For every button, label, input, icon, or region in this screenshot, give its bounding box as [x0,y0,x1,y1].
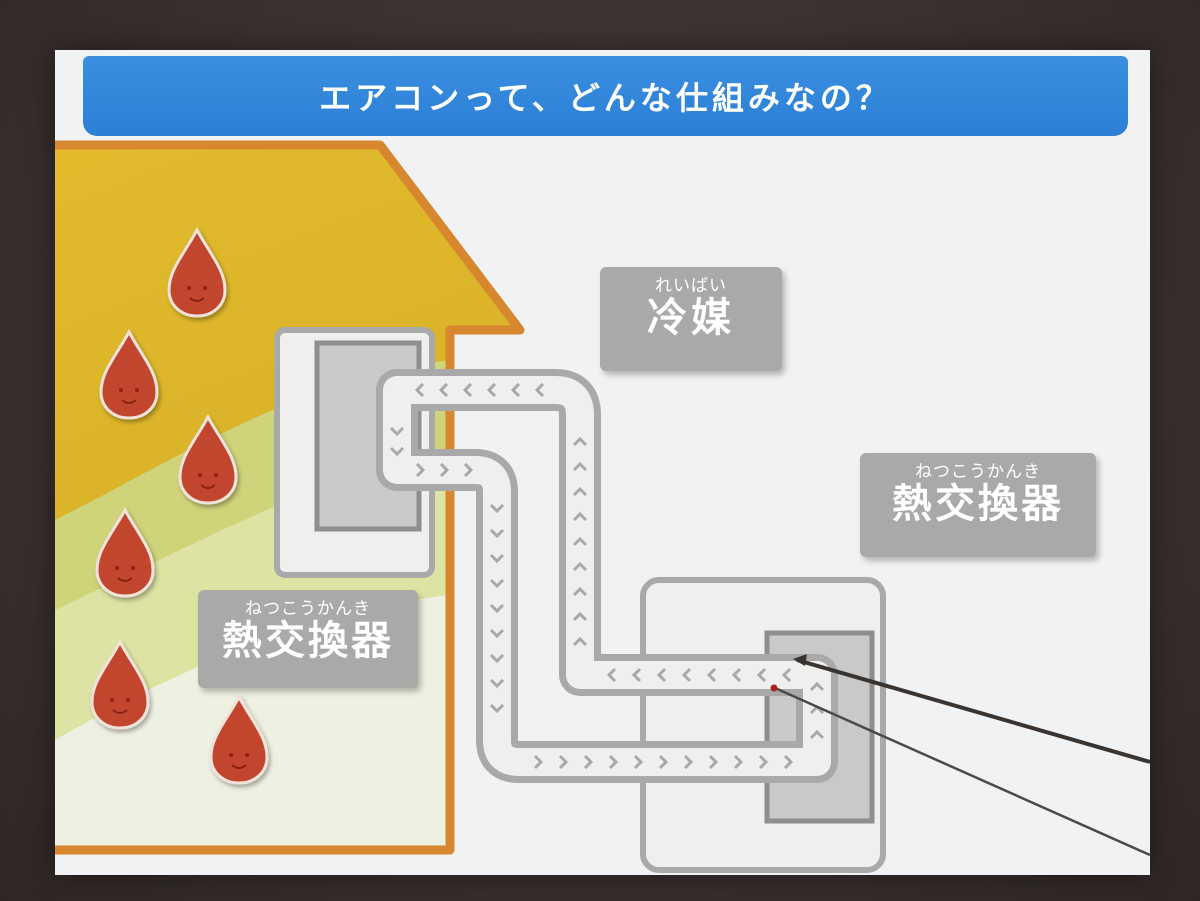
house-outline [55,140,525,855]
pipe-arrows-lower [389,426,825,770]
pointer-stick-upper [796,658,1150,764]
chevron-arrow-icon [708,754,719,770]
refrigerant-pipe [376,369,838,783]
chevron-arrow-icon [783,754,794,770]
chevron-arrow-icon [572,636,588,647]
chevron-arrow-icon [583,754,594,770]
indoor-heat-exchanger-label-ruby: ねつこうかんき [245,599,371,619]
chevron-arrow-icon [572,486,588,497]
chevron-arrow-icon [572,461,588,472]
slide-title: エアコンって、どんな仕組みなの？ [319,79,892,117]
pipe-lower-route-inner [383,396,831,776]
chevron-arrow-icon [683,754,694,770]
chevron-arrow-icon [606,667,617,683]
chevron-arrow-icon [389,426,405,437]
chevron-arrow-icon [462,382,473,398]
chevron-arrow-icon [489,553,505,564]
outdoor-heat-exchanger-label-ruby: ねつこうかんき [915,462,1041,482]
pointer-tip-lower [770,684,778,692]
heat-drops [90,226,269,785]
indoor-heat-exchanger-label-main: 熱交換器 [222,618,394,664]
chevron-arrow-icon [733,754,744,770]
chevron-arrow-icon [658,754,669,770]
refrigerant-label-ruby: れいばい [655,276,727,296]
chevron-arrow-icon [489,703,505,714]
refrigerant-label-main: 冷媒 [647,295,735,341]
heat-drop-icon [95,506,155,598]
chevron-arrow-icon [414,382,425,398]
projected-slide: エアコンって、どんな仕組みなの？ れいばい 冷媒 ねつこうかんき 熱交換器 ねつ… [55,50,1150,875]
chevron-arrow-icon [389,446,405,457]
chevron-arrow-icon [415,462,426,478]
chevron-arrow-icon [558,754,569,770]
chevron-arrow-icon [572,511,588,522]
outdoor-heat-exchanger-label: ねつこうかんき 熱交換器 [860,453,1096,557]
chevron-arrow-icon [438,382,449,398]
refrigerant-label: れいばい 冷媒 [600,267,782,371]
heat-drop-icon [99,328,159,420]
chevron-arrow-icon [631,667,642,683]
chevron-arrow-icon [809,729,825,740]
chevron-arrow-icon [489,628,505,639]
pointer-stick-lower [774,686,1150,857]
chevron-arrow-icon [489,578,505,589]
chevron-arrow-icon [781,667,792,683]
chevron-arrow-icon [533,754,544,770]
heat-drop-icon [90,638,150,730]
pipe-upper-route-inner [383,376,831,689]
presenter-pointers [770,654,1150,857]
chevron-arrow-icon [706,667,717,683]
chevron-arrow-icon [489,603,505,614]
outdoor-heat-exchanger-label-main: 熱交換器 [892,481,1064,527]
pointer-tip-upper [793,654,807,666]
chevron-arrow-icon [439,462,450,478]
pipe-arrows-upper [414,382,792,683]
chevron-arrow-icon [809,681,825,692]
chevron-arrow-icon [489,653,505,664]
heat-drop-icon [209,693,269,785]
chevron-arrow-icon [572,436,588,447]
chevron-arrow-icon [731,667,742,683]
indoor-heat-exchanger-label: ねつこうかんき 熱交換器 [198,590,418,688]
chevron-arrow-icon [489,678,505,689]
chevron-arrow-icon [510,382,521,398]
chevron-arrow-icon [681,667,692,683]
chevron-arrow-icon [572,536,588,547]
chevron-arrow-icon [656,667,667,683]
chevron-arrow-icon [572,611,588,622]
chevron-arrow-icon [633,754,644,770]
chevron-arrow-icon [572,561,588,572]
chevron-arrow-icon [758,754,769,770]
chevron-arrow-icon [486,382,497,398]
chevron-arrow-icon [489,503,505,514]
chevron-arrow-icon [463,462,474,478]
chevron-arrow-icon [534,382,545,398]
chevron-arrow-icon [756,667,767,683]
outdoor-unit [640,577,886,873]
chevron-arrow-icon [489,528,505,539]
chevron-arrow-icon [572,586,588,597]
heat-drop-icon [178,413,238,505]
chevron-arrow-icon [608,754,619,770]
heat-drop-icon [167,226,227,318]
slide-title-bar: エアコンって、どんな仕組みなの？ [83,56,1128,136]
